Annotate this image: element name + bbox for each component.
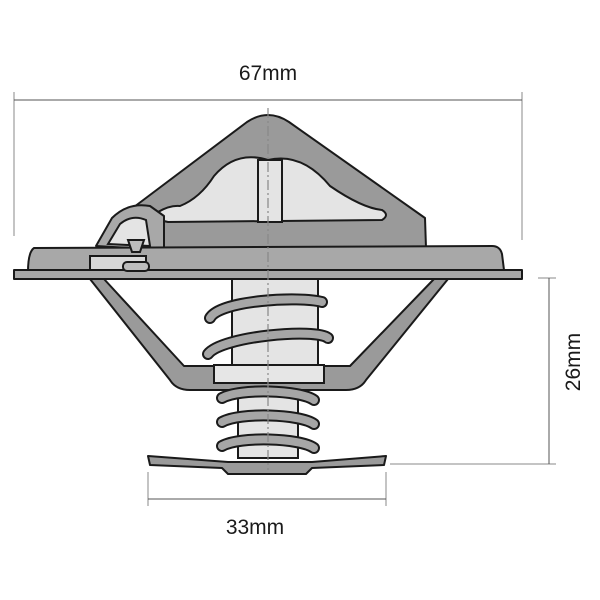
bridge-center-post xyxy=(257,159,283,223)
valve-plate xyxy=(147,455,387,475)
jiggle-valve xyxy=(89,239,150,272)
jiggle-valve-pin-base xyxy=(122,261,150,272)
spring-seat xyxy=(213,364,325,384)
upper-bridge xyxy=(129,114,427,249)
jiggle-valve-pin-head xyxy=(126,239,146,253)
lower-cage xyxy=(89,278,449,391)
jiggle-valve-bracket xyxy=(95,204,165,251)
width-dimension: 67mm xyxy=(13,62,523,240)
valve-dimension: 33mm xyxy=(147,472,387,539)
height-label: 26mm xyxy=(562,333,585,391)
lower-spring-assembly xyxy=(216,385,320,459)
height-dimension: 26mm xyxy=(390,277,585,465)
bracket-slot xyxy=(106,216,152,248)
valve-label: 33mm xyxy=(226,516,284,539)
valve-disc xyxy=(147,455,387,475)
cage-frame xyxy=(89,278,449,391)
width-label: 67mm xyxy=(239,62,297,85)
upper-spring-assembly xyxy=(202,278,334,384)
wax-element-upper xyxy=(231,278,319,372)
